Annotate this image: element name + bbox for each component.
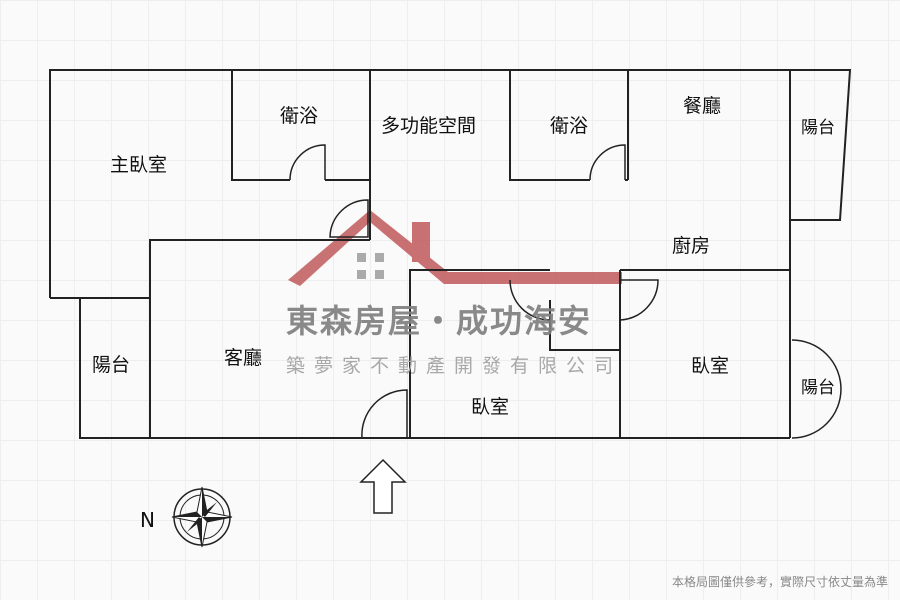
room-bedroom-2: 臥室 [691,355,730,377]
room-dining: 餐廳 [683,95,722,117]
compass-icon [171,486,233,548]
doors [289,144,842,439]
room-balcony-w: 陽台 [92,354,131,376]
logo-window-icon [357,253,384,279]
entrance-arrow-icon [359,458,407,514]
room-master-bedroom: 主臥室 [110,154,168,176]
room-kitchen: 廚房 [672,235,711,257]
north-label: N [140,508,155,532]
room-balcony-ne: 陽台 [801,118,835,138]
room-living: 客廳 [224,347,263,369]
room-bath-2: 衛浴 [550,115,589,137]
room-bath-1: 衛浴 [280,105,319,127]
logo-house-icon [288,210,622,286]
room-balcony-e: 陽台 [801,378,835,398]
logo-company-text: 築夢家不動產開發有限公司 [286,355,623,377]
room-bedroom-1: 臥室 [471,396,510,418]
disclaimer-text: 本格局圖僅供參考，實際尺寸依丈量為準 [671,575,888,589]
logo-brand-text: 東森房屋・成功海安 [286,302,593,340]
walls [49,69,852,439]
room-multi-space: 多功能空間 [381,115,477,137]
